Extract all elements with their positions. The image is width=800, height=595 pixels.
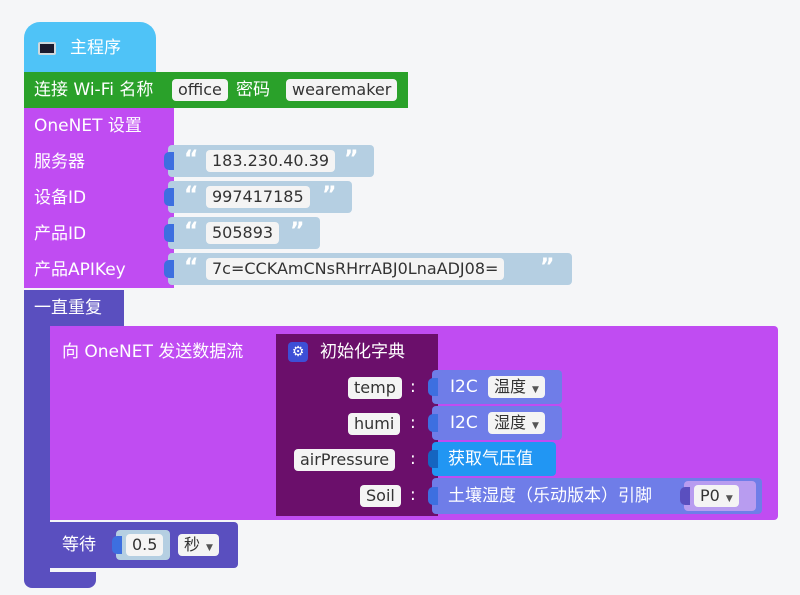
humidity-dropdown[interactable]: 湿度 ▼ <box>488 412 545 434</box>
wait-block[interactable]: 等待 0.5 秒▼ <box>50 522 238 568</box>
input-connector <box>680 487 690 505</box>
pin-block[interactable]: P0 ▼ <box>680 481 756 511</box>
soil-moisture-label: 土壤湿度（乐动版本）引脚 <box>448 486 652 506</box>
soil-moisture-block[interactable]: 土壤湿度（乐动版本）引脚 P0 ▼ <box>428 478 762 514</box>
input-connector <box>164 188 174 206</box>
dict-key-humi[interactable]: humi <box>348 413 401 435</box>
forever-loop-block[interactable]: 一直重复 <box>24 290 124 326</box>
server-value-field[interactable]: 183.230.40.39 <box>206 150 336 172</box>
close-quote-icon: ” <box>290 219 305 244</box>
wait-unit-dropdown[interactable]: 秒▼ <box>178 534 219 556</box>
input-connector <box>428 378 438 396</box>
wifi-label: 连接 Wi-Fi 名称 <box>34 80 154 100</box>
input-connector <box>428 450 438 468</box>
init-dict-block[interactable]: ⚙ 初始化字典 temp : humi : airPressure : Soil… <box>276 334 438 516</box>
open-quote-icon: “ <box>184 183 199 208</box>
open-quote-icon: “ <box>184 255 199 280</box>
input-connector <box>164 224 174 242</box>
dict-colon: : <box>410 413 416 433</box>
onenet-send-label: 向 OneNET 发送数据流 <box>62 342 244 362</box>
dict-key-soil[interactable]: Soil <box>360 485 401 507</box>
microbit-board-icon <box>38 42 56 55</box>
wifi-connect-block[interactable]: 连接 Wi-Fi 名称 office 密码 wearemaker <box>24 72 408 108</box>
gear-icon[interactable]: ⚙ <box>288 342 308 362</box>
product-id-value-field[interactable]: 505893 <box>206 222 280 244</box>
forever-loop-label: 一直重复 <box>34 298 102 318</box>
api-key-label: 产品APIKey <box>34 260 126 280</box>
input-connector <box>112 536 122 554</box>
forever-loop-bottom <box>24 572 96 588</box>
open-quote-icon: “ <box>184 219 199 244</box>
wait-number-block[interactable]: 0.5 <box>112 530 170 560</box>
i2c-temperature-block[interactable]: I2C 温度 ▼ <box>428 370 562 404</box>
wait-label: 等待 <box>62 535 96 555</box>
open-quote-icon: “ <box>184 147 199 172</box>
wifi-password-label: 密码 <box>236 80 270 100</box>
chevron-down-icon: ▼ <box>532 421 539 431</box>
device-id-value-field[interactable]: 997417185 <box>206 186 310 208</box>
dict-key-airpressure[interactable]: airPressure <box>294 449 396 471</box>
main-program-label: 主程序 <box>70 38 121 58</box>
api-key-text-block[interactable]: “ 7c=CCKAmCNsRHrrABJ0LnaADJ08= ” <box>164 253 572 285</box>
product-id-label: 产品ID <box>34 224 87 244</box>
init-dict-label: 初始化字典 <box>320 342 405 362</box>
dict-colon: : <box>410 485 416 505</box>
close-quote-icon: ” <box>540 255 555 280</box>
server-label: 服务器 <box>34 152 85 172</box>
input-connector <box>164 152 174 170</box>
wait-value-field[interactable]: 0.5 <box>126 534 164 556</box>
input-connector <box>164 260 174 278</box>
onenet-settings-title: OneNET 设置 <box>34 116 142 136</box>
temperature-dropdown[interactable]: 温度 ▼ <box>488 376 545 398</box>
dict-colon: : <box>410 449 416 469</box>
air-pressure-block[interactable]: 获取气压值 <box>428 442 556 476</box>
close-quote-icon: ” <box>344 147 359 172</box>
pin-dropdown[interactable]: P0 ▼ <box>694 485 739 507</box>
air-pressure-label: 获取气压值 <box>448 449 533 469</box>
temperature-dropdown-value: 温度 <box>494 377 527 396</box>
close-quote-icon: ” <box>322 183 337 208</box>
i2c-label: I2C <box>450 377 478 397</box>
humidity-dropdown-value: 湿度 <box>494 413 527 432</box>
wait-unit-value: 秒 <box>184 535 201 554</box>
device-id-text-block[interactable]: “ 997417185 ” <box>164 181 352 213</box>
main-program-hat-block[interactable]: 主程序 <box>24 22 156 72</box>
pin-dropdown-value: P0 <box>700 486 720 505</box>
server-text-block[interactable]: “ 183.230.40.39 ” <box>164 145 374 177</box>
onenet-settings-block[interactable]: OneNET 设置 服务器 设备ID 产品ID 产品APIKey <box>24 108 174 288</box>
dict-colon: : <box>410 377 416 397</box>
wifi-ssid-field[interactable]: office <box>172 79 228 101</box>
api-key-value-field[interactable]: 7c=CCKAmCNsRHrrABJ0LnaADJ08= <box>206 258 505 280</box>
wifi-password-field[interactable]: wearemaker <box>286 79 398 101</box>
i2c-label: I2C <box>450 413 478 433</box>
chevron-down-icon: ▼ <box>206 543 213 553</box>
chevron-down-icon: ▼ <box>532 385 539 395</box>
i2c-humidity-block[interactable]: I2C 湿度 ▼ <box>428 406 562 440</box>
product-id-text-block[interactable]: “ 505893 ” <box>164 217 320 249</box>
forever-loop-arm <box>24 326 50 580</box>
input-connector <box>428 414 438 432</box>
input-connector <box>428 487 438 505</box>
dict-key-temp[interactable]: temp <box>348 377 402 399</box>
device-id-label: 设备ID <box>34 188 87 208</box>
chevron-down-icon: ▼ <box>725 494 733 504</box>
